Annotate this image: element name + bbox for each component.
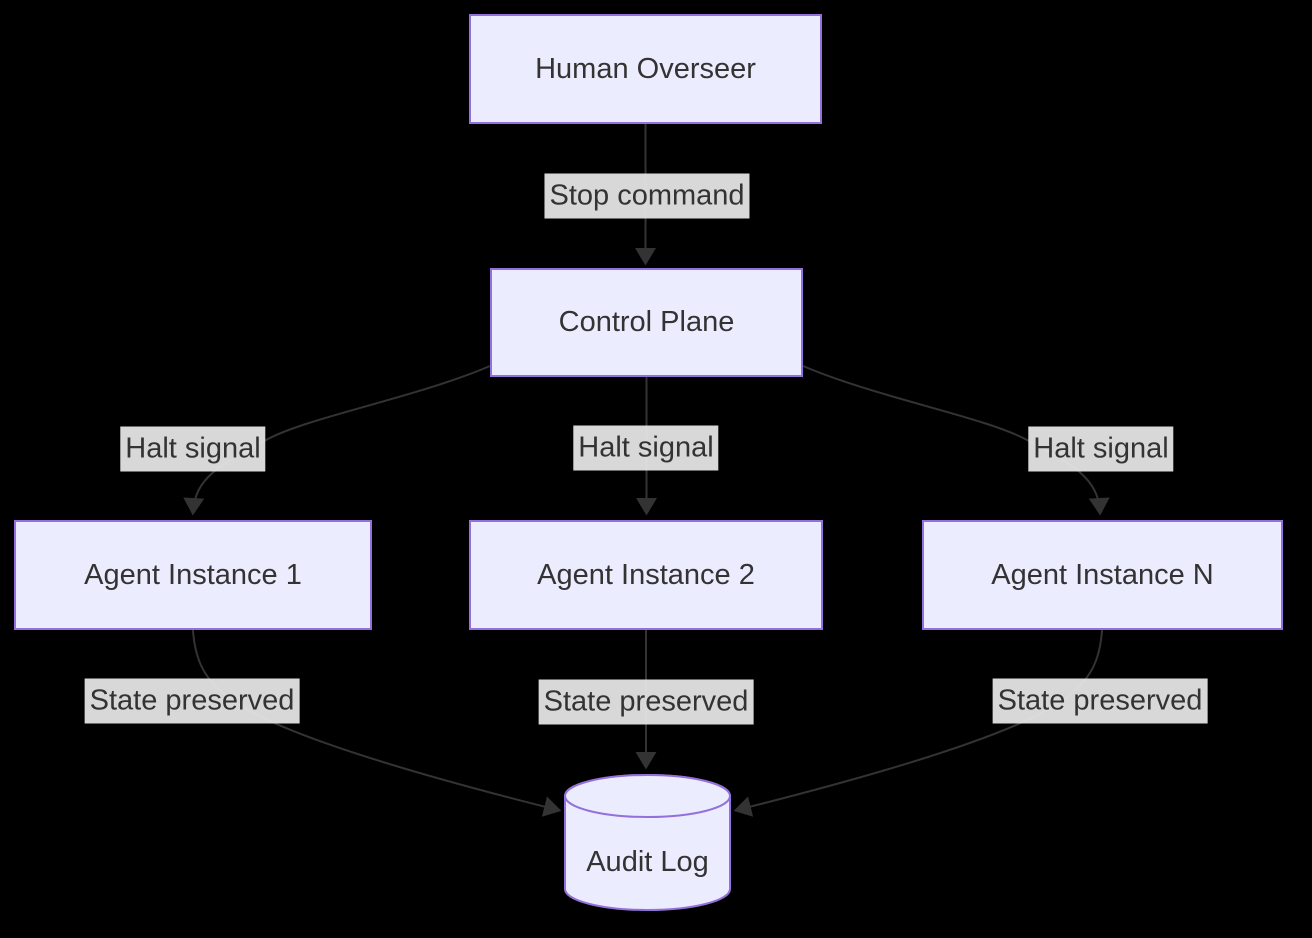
edge-control-plane-to-agent-n xyxy=(802,365,1110,516)
audit-log-cylinder-shape xyxy=(564,774,731,911)
edge-label-halt-signal-1: Halt signal xyxy=(120,426,266,472)
edge-agent-1-to-audit-log xyxy=(192,629,562,817)
node-agent-instance-1: Agent Instance 1 xyxy=(14,520,372,630)
edge-label-stop-command: Stop command xyxy=(544,173,750,219)
edge-label-halt-signal-3: Halt signal xyxy=(1028,426,1174,472)
edge-label-state-preserved-2: State preserved xyxy=(538,679,754,725)
node-control-plane: Control Plane xyxy=(490,268,803,377)
edge-label-state-preserved-3: State preserved xyxy=(992,678,1208,724)
node-human-overseer: Human Overseer xyxy=(469,14,822,124)
node-agent-instance-2: Agent Instance 2 xyxy=(469,520,823,630)
edge-agent-n-to-audit-log xyxy=(733,629,1103,817)
edge-label-halt-signal-2: Halt signal xyxy=(573,425,719,471)
node-audit-log-label: Audit Log xyxy=(586,846,709,878)
edge-control-plane-to-agent-1 xyxy=(183,365,491,516)
edge-label-state-preserved-1: State preserved xyxy=(84,678,300,724)
node-agent-instance-n: Agent Instance N xyxy=(922,520,1283,630)
